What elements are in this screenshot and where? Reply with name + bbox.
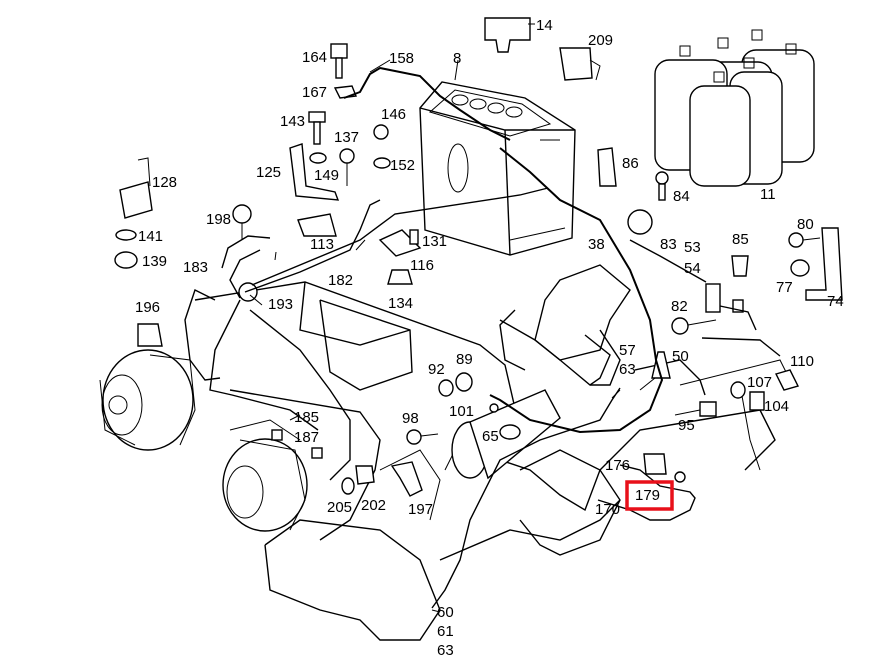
label-125: 125 [256,164,281,181]
label-179: 179 [635,487,660,504]
label-54: 54 [684,260,701,277]
label-197: 197 [408,501,433,518]
label-63-bottom: 63 [437,642,454,659]
label-84: 84 [673,188,690,205]
label-176: 176 [605,457,630,474]
label-14: 14 [536,17,553,34]
label-134: 134 [388,295,413,312]
highlight-box-179 [625,480,674,511]
label-131: 131 [422,233,447,250]
label-53: 53 [684,239,701,256]
label-137: 137 [334,129,359,146]
label-60: 60 [437,604,454,621]
alternator [99,349,196,451]
label-110: 110 [790,353,814,370]
label-146: 146 [381,106,406,123]
label-116: 116 [410,257,434,274]
label-198: 198 [206,211,231,228]
label-196: 196 [135,299,160,316]
label-205: 205 [327,499,352,516]
label-143: 143 [280,113,305,130]
label-89: 89 [456,351,473,368]
label-128: 128 [152,174,177,191]
label-158: 158 [389,50,414,67]
label-80: 80 [797,216,814,233]
cables [184,66,781,609]
label-113: 113 [310,236,334,253]
label-74: 74 [827,293,844,310]
label-107: 107 [747,374,772,391]
label-152: 152 [390,157,415,174]
label-164: 164 [302,49,327,66]
label-57: 57 [619,342,636,359]
label-101: 101 [449,403,474,420]
label-209: 209 [588,32,613,49]
label-63-top: 63 [619,361,636,378]
label-139: 139 [142,253,167,270]
engine-block [194,264,791,641]
label-193: 193 [268,296,293,313]
label-77: 77 [776,279,793,296]
part-labels: 14 209 8 158 164 167 143 146 137 152 128… [135,17,844,659]
battery [419,81,576,256]
label-92: 92 [428,361,445,378]
label-8: 8 [453,50,461,67]
leader-lines [249,23,701,613]
label-95: 95 [678,417,695,434]
label-50: 50 [672,348,689,365]
label-85: 85 [732,231,749,248]
label-61: 61 [437,623,454,640]
label-149: 149 [314,167,339,184]
label-83: 83 [660,236,677,253]
label-183: 183 [183,259,208,276]
label-141: 141 [138,228,163,245]
label-65: 65 [482,428,499,445]
label-82: 82 [671,298,688,315]
label-38: 38 [588,236,605,253]
label-86: 86 [622,155,639,172]
label-185: 185 [294,409,319,426]
label-182: 182 [328,272,353,289]
label-98: 98 [402,410,419,427]
label-202: 202 [361,497,386,514]
label-187: 187 [294,429,319,446]
label-104: 104 [764,398,789,415]
label-170: 170 [595,501,620,518]
tank-group [654,29,815,187]
starter-lower-left [222,419,308,532]
small-parts [114,17,843,497]
label-167: 167 [302,84,327,101]
label-11: 11 [760,186,776,203]
